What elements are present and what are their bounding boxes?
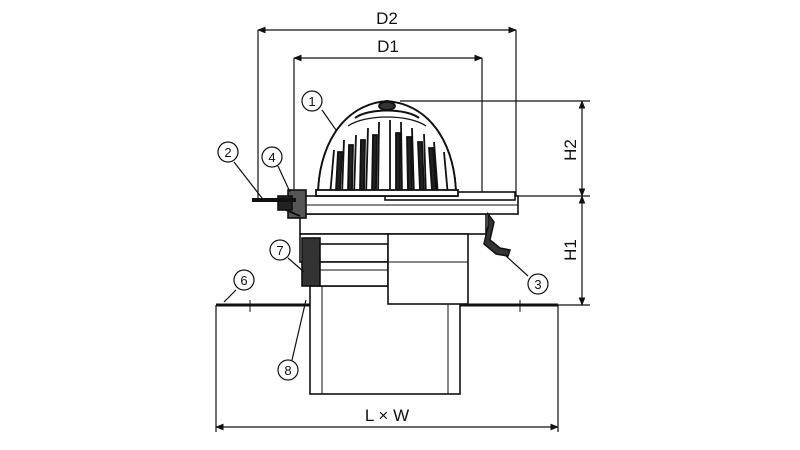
callout-2-label: 2: [224, 145, 231, 160]
callout-4: 4: [261, 146, 283, 168]
callout-3: 3: [527, 273, 549, 295]
callout-6-label: 6: [240, 273, 247, 288]
dimension-d1: [293, 54, 483, 192]
dimension-d2: [257, 26, 517, 200]
callout-6: 6: [233, 269, 255, 291]
dome-strainer: [315, 100, 459, 197]
callout-7: 7: [269, 239, 291, 261]
dimension-lxw-label: L × W: [365, 406, 409, 425]
callout-leaders: [223, 109, 529, 361]
callout-4-label: 4: [268, 150, 275, 165]
callout-1-label: 1: [308, 94, 315, 109]
dimension-h1-label: H1: [561, 239, 580, 261]
dimension-h2-label: H2: [561, 139, 580, 161]
drain-body: [277, 189, 519, 305]
callout-8-label: 8: [284, 363, 291, 378]
clamp-bracket: [483, 211, 511, 257]
dimension-h1: [558, 195, 590, 306]
dimension-lxw: [215, 305, 559, 432]
dimension-d1-label: D1: [377, 37, 399, 56]
flashing-membrane: [252, 198, 301, 217]
dimension-d2-label: D2: [376, 9, 398, 28]
callout-7-label: 7: [276, 243, 283, 258]
callout-8: 8: [277, 359, 299, 381]
callout-1: 1: [301, 90, 323, 112]
callout-2: 2: [217, 141, 239, 163]
callout-3-label: 3: [534, 277, 541, 292]
dimension-h2: [400, 100, 590, 197]
